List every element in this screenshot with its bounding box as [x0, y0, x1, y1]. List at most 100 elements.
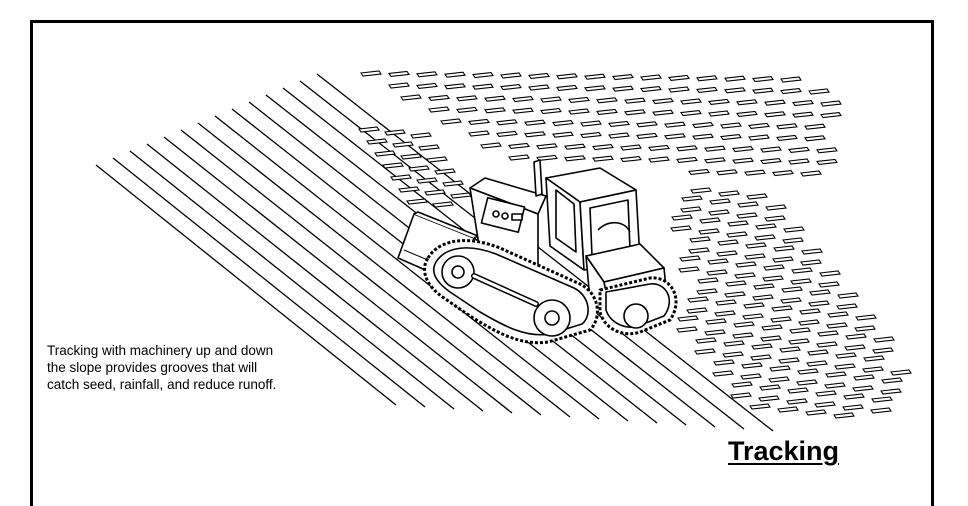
groove-mark — [765, 100, 785, 105]
groove-mark — [569, 97, 589, 102]
groove-mark — [359, 127, 379, 132]
groove-mark — [791, 279, 811, 284]
groove-mark — [697, 289, 717, 294]
slope-line — [317, 74, 773, 431]
groove-mark — [637, 122, 657, 127]
groove-mark — [891, 370, 911, 375]
groove-mark — [717, 251, 737, 256]
groove-mark — [792, 268, 812, 273]
groove-mark — [725, 76, 745, 81]
groove-mark — [385, 130, 405, 135]
groove-mark — [864, 356, 884, 361]
groove-mark — [789, 147, 809, 152]
groove-mark — [856, 315, 876, 320]
groove-mark — [721, 123, 741, 128]
groove-mark — [481, 143, 501, 148]
groove-mark — [665, 134, 685, 139]
groove-mark — [696, 338, 716, 343]
groove-mark — [653, 99, 673, 104]
groove-mark — [541, 109, 561, 114]
groove-mark — [819, 282, 839, 287]
groove-mark — [501, 73, 521, 78]
groove-mark — [781, 298, 801, 303]
groove-mark — [725, 292, 745, 297]
groove-mark — [843, 405, 863, 410]
groove-mark — [834, 413, 854, 418]
groove-mark — [756, 224, 776, 229]
groove-mark — [678, 316, 698, 321]
groove-mark — [509, 143, 529, 148]
groove-mark — [751, 355, 771, 360]
groove-mark — [809, 89, 829, 94]
groove-mark — [401, 154, 421, 159]
groove-mark — [565, 144, 585, 149]
groove-mark — [681, 111, 701, 116]
groove-mark — [882, 378, 902, 383]
groove-mark — [765, 216, 785, 221]
groove-mark — [689, 248, 709, 253]
groove-mark — [457, 96, 477, 101]
groove-mark — [688, 297, 708, 302]
groove-mark — [787, 399, 807, 404]
groove-mark — [383, 163, 403, 168]
groove-mark — [745, 254, 765, 259]
groove-mark — [557, 85, 577, 90]
groove-mark — [497, 120, 517, 125]
groove-mark — [817, 159, 837, 164]
groove-mark — [789, 339, 809, 344]
groove-mark — [682, 196, 702, 201]
groove-mark — [457, 107, 477, 112]
groove-mark — [708, 259, 728, 264]
groove-mark — [714, 360, 734, 365]
groove-mark — [669, 87, 689, 92]
groove-mark — [677, 157, 697, 162]
groove-mark — [677, 327, 697, 332]
groove-mark — [789, 159, 809, 164]
groove-mark — [825, 383, 845, 388]
groove-mark — [762, 325, 782, 330]
groove-mark — [585, 74, 605, 79]
groove-mark — [725, 88, 745, 93]
groove-mark — [846, 334, 866, 339]
groove-mark — [746, 243, 766, 248]
groove-mark — [411, 133, 431, 138]
groove-mark — [874, 337, 894, 342]
groove-mark — [709, 99, 729, 104]
groove-mark — [726, 281, 746, 286]
groove-mark — [781, 89, 801, 94]
groove-mark — [816, 391, 836, 396]
groove-mark — [809, 301, 829, 306]
groove-mark — [853, 386, 873, 391]
groove-mark — [665, 122, 685, 127]
groove-mark — [855, 326, 875, 331]
groove-mark — [800, 309, 820, 314]
groove-mark — [771, 317, 791, 322]
groove-mark — [417, 178, 437, 183]
groove-mark — [613, 75, 633, 80]
caption-line: Tracking with machinery up and down — [47, 342, 347, 359]
groove-mark — [774, 246, 794, 251]
groove-mark — [473, 73, 493, 78]
groove-mark — [737, 213, 757, 218]
groove-mark — [671, 226, 691, 231]
groove-mark — [766, 205, 786, 210]
groove-mark — [653, 110, 673, 115]
groove-mark — [790, 328, 810, 333]
groove-mark — [755, 235, 775, 240]
groove-mark — [625, 98, 645, 103]
groove-mark — [743, 314, 763, 319]
groove-mark — [845, 345, 865, 350]
groove-mark — [375, 151, 395, 156]
groove-mark — [679, 267, 699, 272]
groove-mark — [637, 133, 657, 138]
groove-mark — [801, 171, 821, 176]
groove-mark — [429, 107, 449, 112]
groove-mark — [838, 293, 858, 298]
groove-mark — [873, 348, 893, 353]
groove-mark — [699, 229, 719, 234]
groove-mark — [718, 240, 738, 245]
groove-mark — [401, 95, 421, 100]
groove-mark — [705, 158, 725, 163]
